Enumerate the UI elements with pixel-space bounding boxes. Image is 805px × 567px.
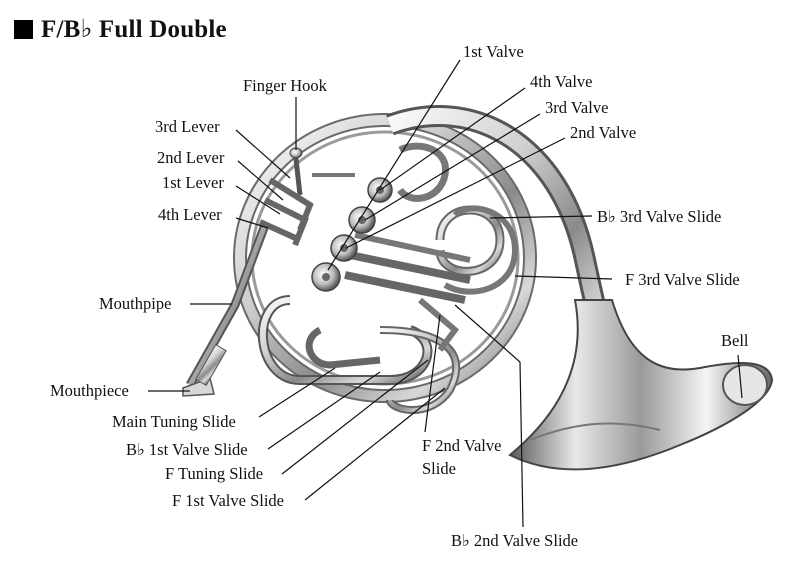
main-hoop [233, 113, 537, 403]
label-f-1st-valve-slide: F 1st Valve Slide [172, 491, 284, 510]
title-text: F/B♭ Full Double [41, 16, 227, 43]
mouthpipe-tube [186, 223, 270, 388]
label-1st-lever: 1st Lever [162, 173, 224, 192]
leader-line-2nd-valve [345, 137, 566, 249]
label-main-tuning-slide: Main Tuning Slide [112, 412, 236, 431]
label-2nd-lever: 2nd Lever [157, 148, 225, 167]
label-f-2nd-valve-slide-line1: F 2nd Valve [422, 436, 502, 455]
label-finger-hook: Finger Hook [243, 76, 327, 95]
leader-line-4th-lever [235, 217, 269, 229]
bell-flare [508, 299, 774, 471]
mouthpiece-shape [182, 343, 227, 397]
leader-line-f-3rd-valve-slide [514, 275, 613, 280]
leader-line-1st-valve [327, 59, 461, 271]
leader-line-2nd-lever [237, 160, 284, 201]
leader-line-bb-3rd-valve-slide [489, 215, 593, 219]
leader-line-3rd-lever [235, 129, 291, 179]
label-4th-lever: 4th Lever [158, 205, 222, 224]
label-mouthpiece: Mouthpiece [50, 381, 129, 400]
leader-line-bb-2nd-valve-slide [454, 304, 524, 528]
label-3rd-lever: 3rd Lever [155, 117, 220, 136]
leader-line-3rd-valve [364, 113, 541, 221]
leader-line-bb-1st-valve-slide [267, 371, 381, 450]
label-bell: Bell [721, 331, 749, 350]
leader-line-f-1st-valve-slide [304, 387, 446, 501]
label-mouthpipe: Mouthpipe [99, 294, 172, 313]
label-3rd-valve: 3rd Valve [545, 98, 609, 117]
diagram-title: F/B♭ Full Double [14, 14, 227, 44]
label-bb-1st-valve-slide: B♭ 1st Valve Slide [126, 440, 248, 459]
leader-line-1st-lever [235, 185, 281, 215]
label-4th-valve: 4th Valve [530, 72, 593, 91]
label-bb-2nd-valve-slide: B♭ 2nd Valve Slide [451, 531, 579, 550]
title-square-icon [14, 19, 33, 39]
valve-slides [257, 142, 519, 414]
leader-line-4th-valve [379, 87, 526, 191]
label-f-3rd-valve-slide: F 3rd Valve Slide [625, 270, 740, 289]
leader-line-main-tuning-slide [258, 367, 336, 418]
label-f-2nd-valve-slide-line2: Slide [422, 459, 456, 478]
label-bb-3rd-valve-slide: B♭ 3rd Valve Slide [597, 207, 722, 226]
leader-line-f-2nd-valve-slide [424, 314, 441, 433]
leader-line-bell [737, 354, 743, 399]
label-f-tuning-slide: F Tuning Slide [165, 464, 264, 483]
label-2nd-valve: 2nd Valve [570, 123, 637, 142]
label-1st-valve: 1st Valve [463, 42, 524, 61]
key-levers [258, 147, 355, 247]
leader-line-f-tuning-slide [281, 359, 429, 475]
leader-lines [148, 59, 743, 528]
